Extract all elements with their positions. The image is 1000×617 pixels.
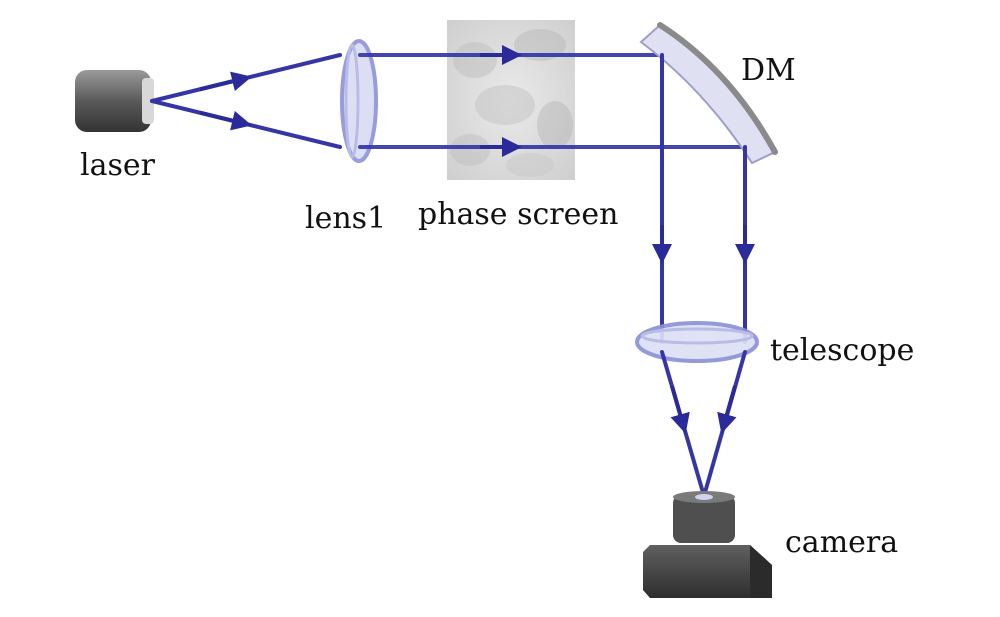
beam-arrows-downward [652, 225, 755, 264]
lens-icon [340, 39, 378, 163]
label-telescope: telescope [770, 333, 914, 368]
beam-arrows-diverging [199, 71, 252, 131]
label-dm: DM [741, 53, 796, 88]
camera-icon [643, 491, 772, 598]
laser-source-icon [75, 70, 154, 132]
phase-screen [447, 20, 575, 180]
label-phase-screen: phase screen [418, 197, 618, 232]
beam-arrows-converging [670, 385, 737, 434]
label-lens1: lens1 [305, 201, 386, 236]
label-camera: camera [785, 525, 898, 560]
telescope-lens-icon [635, 321, 759, 363]
deformable-mirror-icon [639, 22, 778, 165]
beam-diverging [150, 53, 342, 149]
beam-arrows-collimated [480, 45, 522, 157]
label-laser: laser [80, 148, 156, 183]
beam-converging [660, 350, 747, 498]
